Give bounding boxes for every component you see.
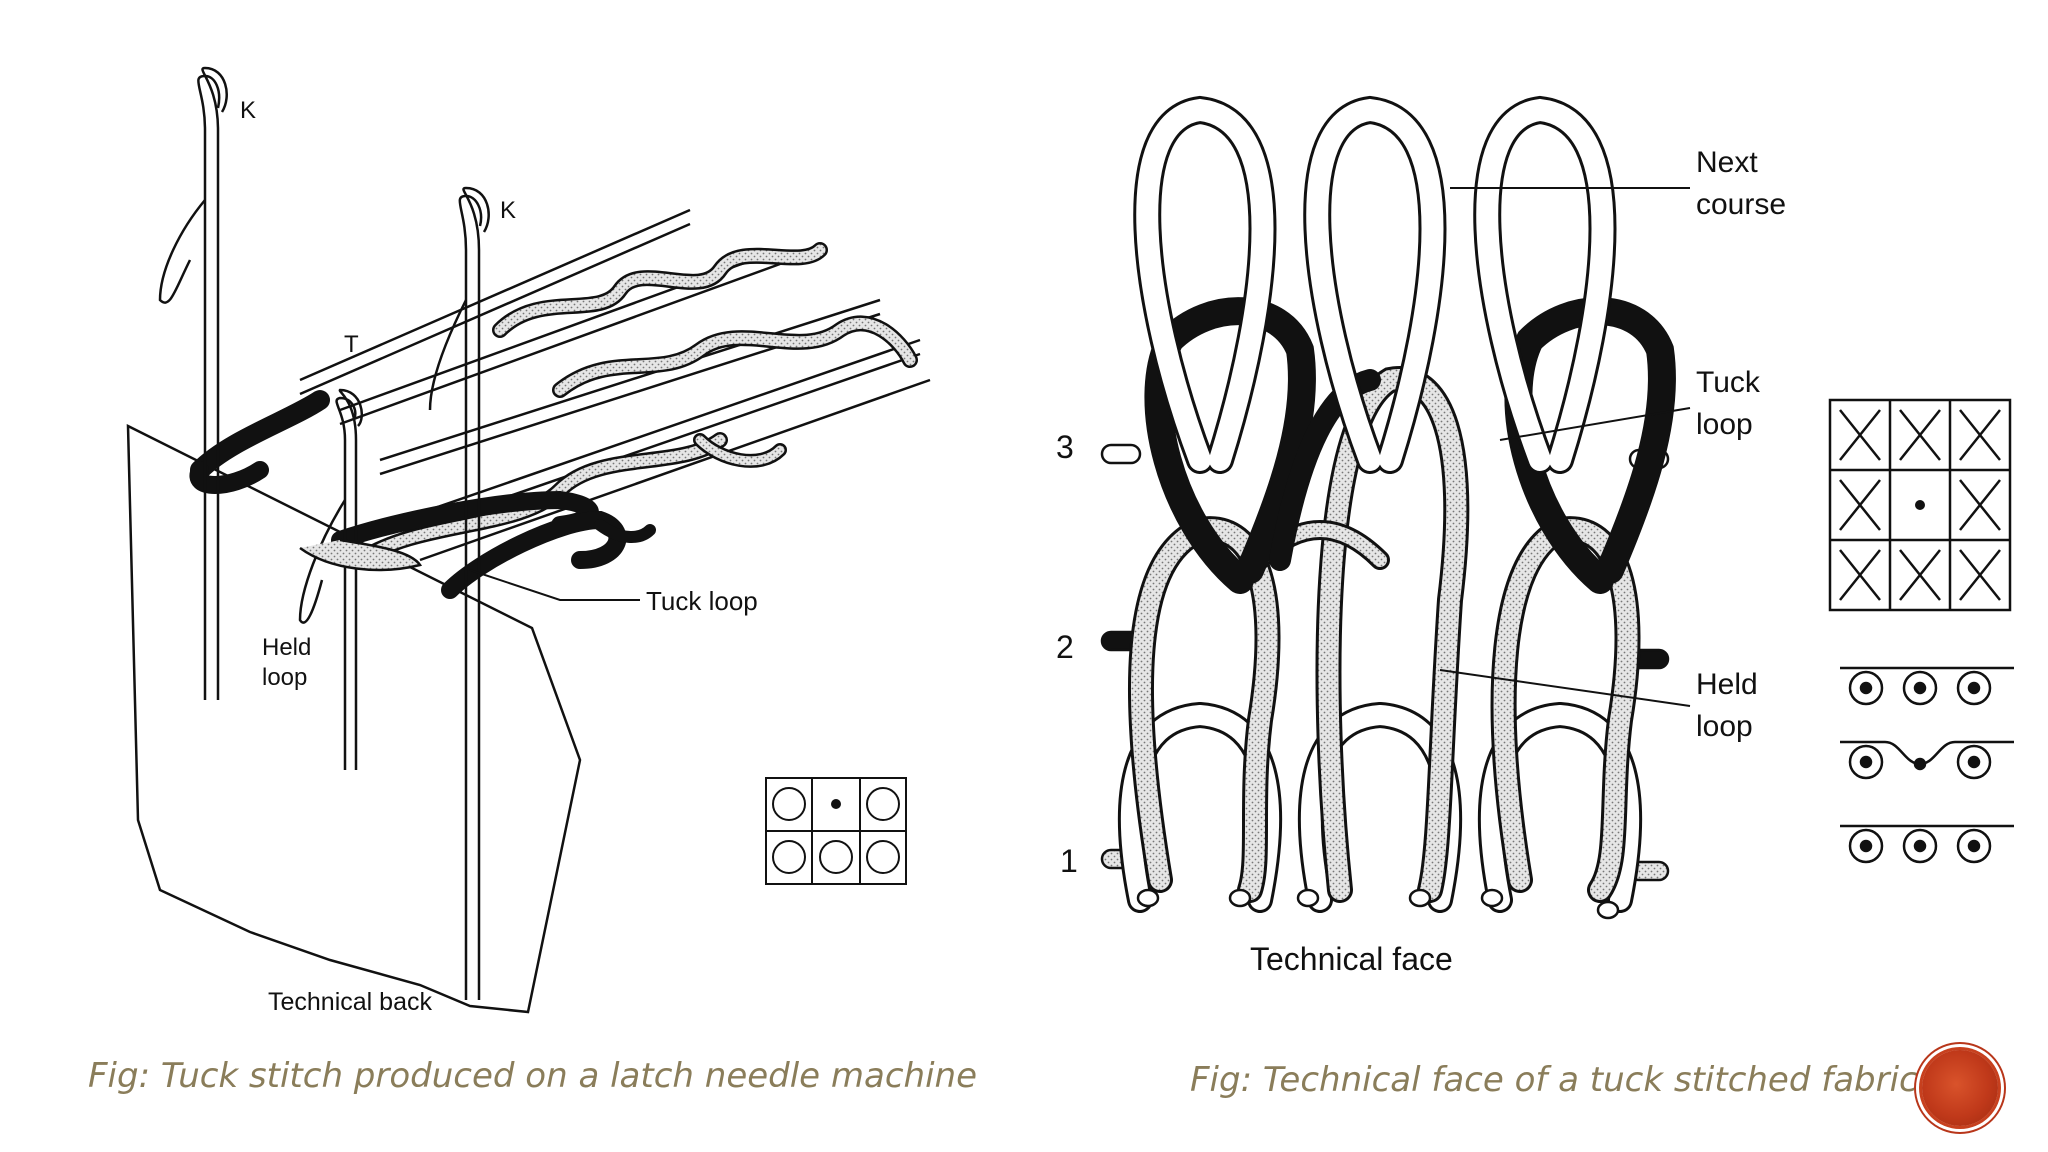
latch-needle-3-held bbox=[298, 388, 363, 770]
yarn-ends bbox=[1136, 888, 1620, 920]
course-number-3: 3 bbox=[1056, 429, 1074, 465]
held-loop-label-line1: Held bbox=[262, 634, 311, 661]
latch-needle-diagram: K K T Tuck loop Held loop Technical back bbox=[126, 66, 931, 1016]
tuck-loop-leader bbox=[469, 569, 640, 601]
leader-lines bbox=[1439, 187, 1691, 707]
latch-needle-1 bbox=[158, 66, 228, 700]
held-loop bbox=[299, 538, 423, 572]
technical-back-label: Technical back bbox=[268, 988, 432, 1016]
course-number-1: 1 bbox=[1060, 843, 1078, 879]
left-notation-grid bbox=[765, 777, 907, 885]
tuck-yarn-label: T bbox=[344, 331, 359, 358]
held-loop-label-line1: Held bbox=[1696, 668, 1758, 701]
next-course-label-line2: course bbox=[1696, 188, 1786, 221]
caption-left: Fig: Tuck stitch produced on a latch nee… bbox=[88, 1056, 978, 1096]
right-needle-notation bbox=[1840, 666, 2014, 864]
right-notation-grid bbox=[1828, 398, 2012, 612]
red-circle-button[interactable] bbox=[1922, 1050, 1998, 1126]
tuck-loop-label-line1: Tuck bbox=[1696, 366, 1761, 399]
next-course-loops bbox=[1133, 95, 1617, 474]
stippled-loop-chain bbox=[352, 242, 918, 568]
next-course-label-line1: Next bbox=[1696, 146, 1758, 179]
course-number-2: 2 bbox=[1056, 629, 1074, 665]
course-1-loops bbox=[1117, 701, 1643, 913]
yarn-rails bbox=[299, 208, 931, 562]
tuck-loop-label: Tuck loop bbox=[646, 586, 758, 616]
needle-k-label-2: K bbox=[500, 197, 516, 224]
needle-k-label-1: K bbox=[240, 97, 256, 124]
technical-face-label: Technical face bbox=[1250, 941, 1453, 977]
tuck-fabric-diagram: Next course Tuck loop Held loop 3 2 1 Te… bbox=[1056, 95, 2014, 977]
held-loop-label-line2: loop bbox=[262, 664, 307, 691]
tuck-loop-label-line2: loop bbox=[1696, 408, 1753, 441]
caption-right: Fig: Technical face of a tuck stitched f… bbox=[1190, 1060, 1918, 1100]
black-tuck-yarn bbox=[189, 390, 656, 599]
latch-needle-2 bbox=[428, 186, 490, 1000]
held-loop-label-line2: loop bbox=[1696, 710, 1753, 743]
